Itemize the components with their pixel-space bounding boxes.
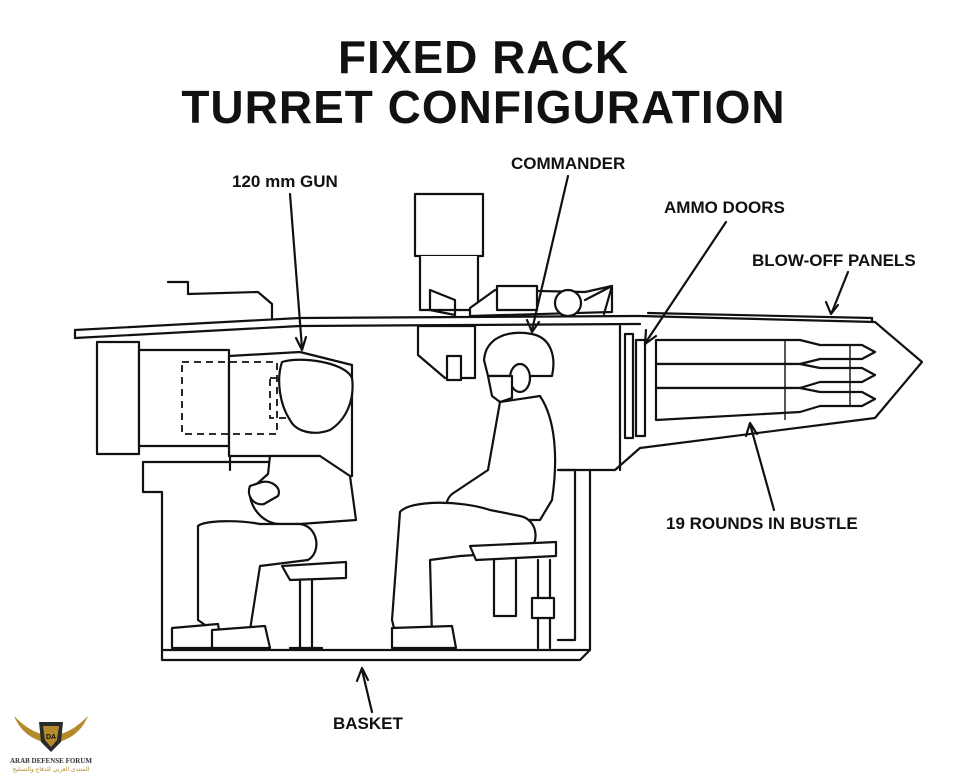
gunner-seat <box>280 560 348 582</box>
commander-leader <box>530 174 570 332</box>
eagle-emblem-icon: DA <box>14 716 88 752</box>
label-commander: COMMANDER <box>511 154 626 173</box>
commander-helmet <box>482 331 555 378</box>
label-19-rounds-in-bustle: 19 ROUNDS IN BUSTLE <box>666 514 858 533</box>
label-basket: BASKET <box>333 714 403 733</box>
recoil-housing <box>137 348 231 448</box>
rounds-leader <box>748 422 776 512</box>
round-top <box>654 338 877 366</box>
bustle-rounds <box>654 338 877 422</box>
basket-leader <box>360 668 374 714</box>
arab-defense-forum-logo: DA ARAB DEFENSE FORUM المنتدى العربي للد… <box>6 708 96 774</box>
blow-off-panel-strip <box>646 311 874 324</box>
commander-figure <box>390 331 577 650</box>
leader-lines <box>288 174 850 714</box>
round-bottom <box>654 386 877 422</box>
gun-sight-housing <box>166 280 274 320</box>
round-middle <box>654 362 877 390</box>
gun-leader <box>288 192 304 350</box>
ammo-door-left <box>623 332 635 440</box>
blow-off-leader <box>830 270 850 314</box>
commander-seat <box>468 540 558 562</box>
watermark-english: ARAB DEFENSE FORUM <box>9 757 93 765</box>
watermark-arabic: المنتدى العربي للدفاع والتسليح <box>12 766 90 773</box>
label-ammo-doors: AMMO DOORS <box>664 198 785 217</box>
turret-basket-floor <box>160 648 592 662</box>
gun-tube-rear <box>95 340 141 456</box>
ammo-door-right <box>634 338 647 438</box>
ammo-doors-leader <box>644 220 728 344</box>
periscope-eyepiece <box>445 354 463 382</box>
title-line-2: TURRET CONFIGURATION <box>181 81 786 133</box>
title-line-1: FIXED RACK <box>337 31 630 83</box>
svg-text:DA: DA <box>46 734 56 741</box>
gunner-figure <box>170 358 358 650</box>
label-120mm-gun: 120 mm GUN <box>232 172 338 191</box>
commander-cupola <box>413 192 614 318</box>
turret-roof-outline <box>73 314 924 472</box>
label-blow-off-panels: BLOW-OFF PANELS <box>752 251 916 270</box>
